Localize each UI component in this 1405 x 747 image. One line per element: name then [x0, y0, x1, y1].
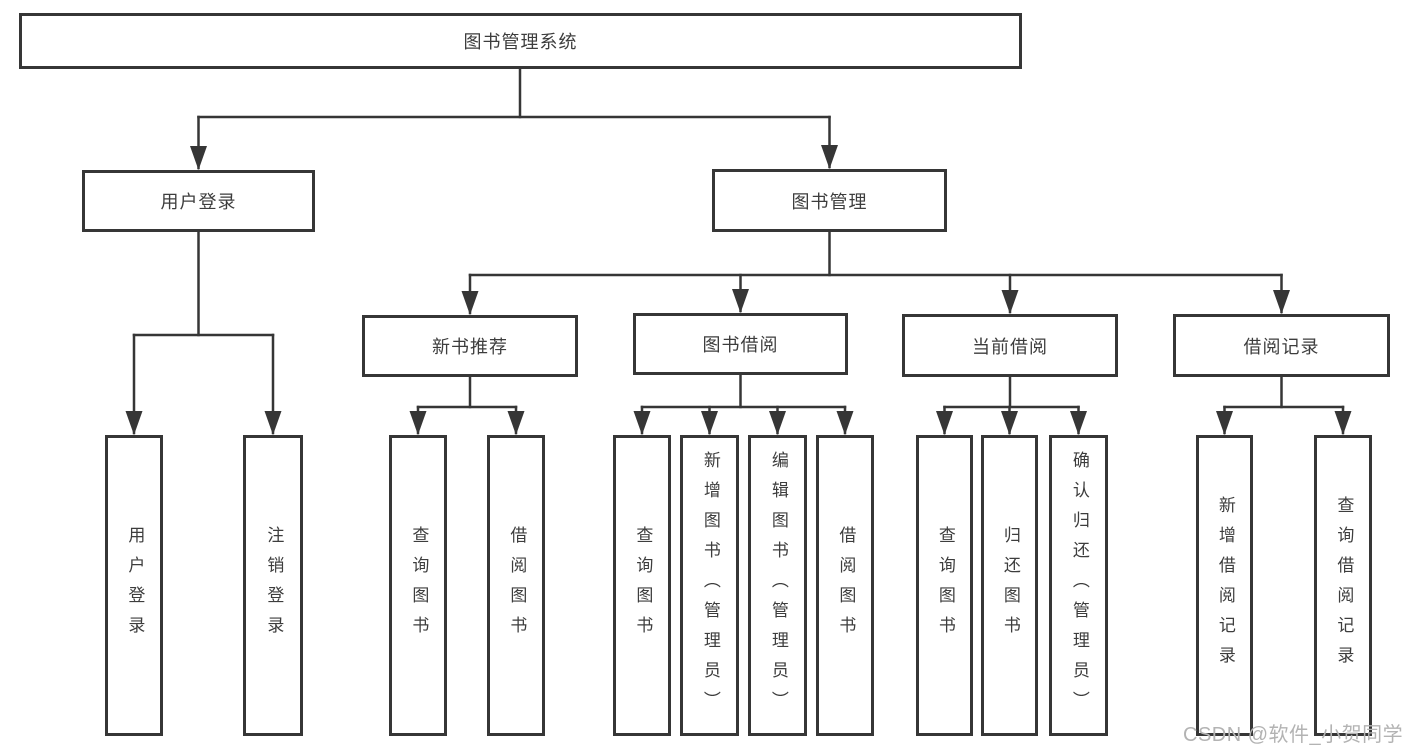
node-label: 图书管理	[791, 191, 868, 212]
node-label: 注销登录	[264, 525, 284, 646]
node-label: 借阅记录	[1243, 336, 1320, 357]
node-label: 归还图书	[1000, 525, 1020, 646]
node-new-book-recommend: 新书推荐	[362, 315, 578, 377]
node-label: 用户登录	[125, 525, 145, 646]
node-cb-confirm-return-admin: 确认归还（管理员）	[1049, 435, 1108, 736]
node-label: 图书管理系统	[463, 32, 578, 52]
node-label: 当前借阅	[972, 336, 1048, 357]
node-user-login: 用户登录	[82, 170, 315, 232]
node-current-borrow: 当前借阅	[902, 314, 1118, 377]
node-label: 查询图书	[935, 525, 955, 646]
node-library-management-system: 图书管理系统	[19, 13, 1022, 69]
node-label: 编辑图书（管理员）	[768, 450, 788, 721]
node-label: 确认归还（管理员）	[1069, 450, 1089, 721]
node-bb-borrow-books: 借阅图书	[816, 435, 874, 736]
node-label: 用户登录	[160, 192, 237, 212]
connectors	[125, 67, 1352, 435]
node-nbr-borrow-books: 借阅图书	[487, 435, 545, 736]
node-bb-query-books: 查询图书	[613, 435, 671, 736]
node-label: 新书推荐	[432, 337, 508, 357]
node-label: 借阅图书	[836, 525, 856, 646]
node-label: 新增图书（管理员）	[700, 450, 720, 721]
node-book-borrow: 图书借阅	[633, 313, 848, 375]
node-label: 借阅图书	[507, 525, 527, 646]
node-leaf-logout: 注销登录	[243, 435, 303, 736]
node-book-management: 图书管理	[712, 169, 947, 232]
node-label: 新增借阅记录	[1215, 495, 1235, 676]
node-leaf-user-login: 用户登录	[105, 435, 163, 736]
node-cb-return-books: 归还图书	[981, 435, 1038, 736]
node-label: 查询借阅记录	[1334, 495, 1354, 676]
node-br-query-record: 查询借阅记录	[1314, 435, 1372, 736]
node-label: 查询图书	[633, 525, 653, 646]
node-label: 查询图书	[409, 525, 429, 646]
node-label: 图书借阅	[702, 335, 779, 355]
node-br-add-record: 新增借阅记录	[1196, 435, 1253, 736]
node-cb-query-books: 查询图书	[916, 435, 973, 736]
node-bb-edit-books-admin: 编辑图书（管理员）	[748, 435, 807, 736]
node-bb-add-books-admin: 新增图书（管理员）	[680, 435, 739, 736]
node-nbr-query-books: 查询图书	[389, 435, 447, 736]
node-borrow-records: 借阅记录	[1173, 314, 1390, 377]
